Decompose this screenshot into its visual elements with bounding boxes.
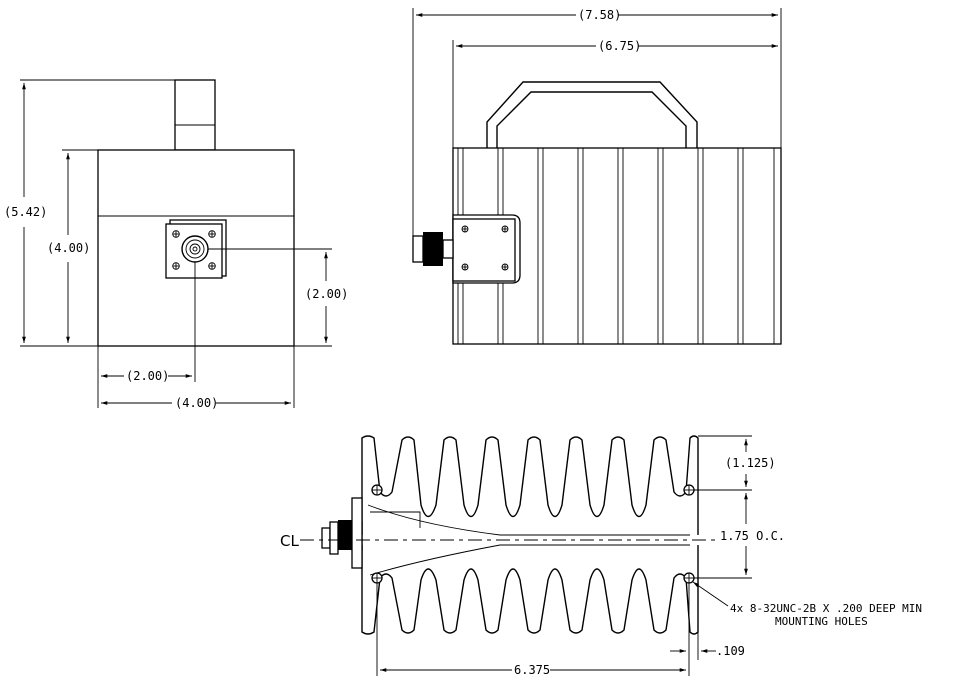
heatsink-bottom-half bbox=[361, 545, 699, 635]
hole-note-line2: MOUNTING HOLES bbox=[775, 615, 868, 628]
dim-edge-offset: .109 bbox=[716, 644, 745, 658]
front-view: (5.42) (4.00) (2.00) (2.00) (4.00) bbox=[4, 79, 348, 410]
bottom-connector bbox=[321, 497, 363, 569]
dim-length-overall: (7.58) bbox=[578, 8, 621, 22]
dim-hole-spacing: 1.75 O.C. bbox=[720, 529, 785, 543]
handle-end bbox=[174, 79, 216, 151]
dim-width-body: (4.00) bbox=[175, 396, 218, 410]
dim-height-body: (4.00) bbox=[47, 241, 90, 255]
heatsink-top-half bbox=[361, 435, 699, 535]
hole-note-line1: 4x 8-32UNC-2B X .200 DEEP MIN bbox=[730, 602, 922, 615]
dim-connector-offset: (2.00) bbox=[126, 369, 169, 383]
bottom-view: CL (1.125) 1.75 O.C. 4x 8-32UNC-2B X .20… bbox=[280, 435, 922, 677]
side-view: (7.58) (6.75) bbox=[412, 8, 782, 345]
dim-length-body: (6.75) bbox=[598, 39, 641, 53]
dim-height-overall: (5.42) bbox=[4, 205, 47, 219]
front-connector bbox=[165, 219, 227, 279]
handle bbox=[486, 81, 698, 148]
dim-hole-span: 6.375 bbox=[514, 663, 550, 677]
dim-connector-height: (2.00) bbox=[305, 287, 348, 301]
side-connector bbox=[412, 214, 521, 284]
mounting-holes bbox=[371, 484, 695, 584]
dim-fin-pitch: (1.125) bbox=[725, 456, 776, 470]
centerline-symbol: CL bbox=[280, 532, 299, 550]
